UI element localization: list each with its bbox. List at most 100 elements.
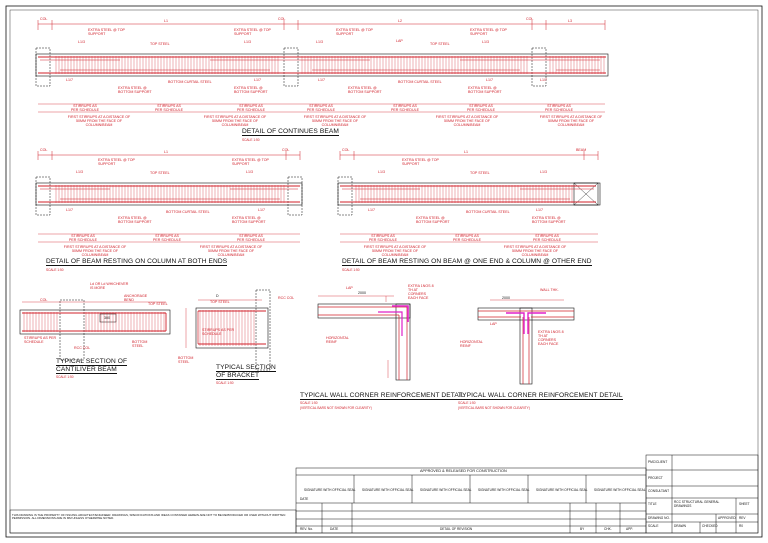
cant-anchorage: ANCHORAGE BEND [124, 294, 148, 302]
cb-top-steel-1: TOP STEEL [150, 42, 170, 46]
sheet-border [5, 5, 763, 538]
both-ends-title: DETAIL OF BEAM RESTING ON COLUMN AT BOTH… [46, 258, 228, 266]
oe-l7-2: L1/7 [536, 208, 543, 212]
both-ends-scale: SCALE 1:50 [46, 268, 64, 272]
cb-l3-2: L1/3 [244, 40, 251, 44]
cantilever-section [19, 299, 171, 361]
oe-stirrups-2: STIRRUPS AS PER SCHEDULE [453, 234, 481, 242]
cb-extra-top-2: EXTRA STEEL @ TOP SUPPORT [234, 28, 271, 36]
beam-one-end-stirrups [355, 185, 573, 203]
title-block-frame [9, 454, 759, 534]
be-col-1: COL [40, 148, 48, 152]
cb-bottom-curtail: BOTTOM CURTAIL STEEL [168, 80, 212, 84]
cb-lap: LAP [396, 39, 403, 43]
cb-l7-1: L1/7 [66, 78, 73, 82]
wall-corner-1-note: (VERTICAL BARS NOT SHOWN FOR CLEARITY) [300, 406, 372, 410]
cb-col-3: COL [526, 17, 534, 21]
sig-cell-4: SIGNATURE WITH OFFICIAL SEAL [478, 488, 530, 492]
sheet-label: SHEET [739, 502, 750, 506]
cant-ld: Ld OR Ld WHICHEVER IS MORE [90, 282, 129, 290]
one-end-title: DETAIL OF BEAM RESTING ON BEAM @ ONE END… [342, 258, 592, 266]
be-stirrups-3: STIRRUPS AS PER SCHEDULE [237, 234, 265, 242]
brk-top-steel: TOP STEEL [210, 300, 230, 304]
oe-span: L1 [464, 150, 468, 154]
cb-first-stirrup-1: FIRST STIRRUPS AT A DISTANCE OF 50MM FRO… [67, 115, 131, 127]
cb-extra-bottom-1: EXTRA STEEL @ BOTTOM SUPPORT [118, 86, 152, 94]
scale-label: SCALE [648, 524, 659, 528]
cant-dim: 300 [104, 316, 110, 320]
rev-value: R0 [739, 524, 744, 528]
be-first-stirrup-1: FIRST STIRRUPS AT A DISTANCE OF 50MM FRO… [63, 245, 127, 257]
approved-label: APPROVED [718, 516, 736, 520]
cb-first-stirrup-5: FIRST STIRRUPS AT A DISTANCE OF 50MM FRO… [539, 115, 603, 127]
brk-rcc-col: RCC COL [278, 296, 295, 300]
cantilever-title-2: CANTILIVER BEAM [56, 366, 117, 374]
cant-rcc-col: RCC COL [74, 346, 91, 350]
be-l7-1: L1/7 [66, 208, 73, 212]
title-value: RCC STRUCTURAL GENERAL DRAWINGS [674, 500, 720, 508]
cb-stirrups-7: STIRRUPS AS PER SCHEDULE [545, 104, 573, 112]
cb-first-stirrup-3: FIRST STIRRUPS AT A DISTANCE OF 50MM FRO… [303, 115, 367, 127]
wall-corner-2-title: TYPICAL WALL CORNER REINFORCEMENT DETAIL [458, 392, 623, 400]
wc2-horizontal: HORIZONTAL REINF [460, 340, 483, 348]
oe-stirrups-3: STIRRUPS AS PER SCHEDULE [533, 234, 561, 242]
column-both-ends-elevation [35, 151, 303, 243]
oe-stirrups-1: STIRRUPS AS PER SCHEDULE [369, 234, 397, 242]
client-label: PMC/CLIENT [648, 460, 668, 464]
cb-stirrups-1: STIRRUPS AS PER SCHEDULE [71, 104, 99, 112]
sig-cell-5: SIGNATURE WITH OFFICIAL SEAL [536, 488, 588, 492]
continuous-beam-title: DETAIL OF CONTINUES BEAM [242, 128, 339, 136]
oe-col: COL [342, 148, 350, 152]
cb-stirrups-2: STIRRUPS AS PER SCHEDULE [155, 104, 183, 112]
sig-cell-1: SIGNATURE WITH OFFICIAL SEAL [304, 488, 356, 492]
cb-col-1: COL [40, 17, 48, 21]
cb-extra-bottom-3: EXTRA STEEL @ BOTTOM SUPPORT [348, 86, 382, 94]
cb-extra-bottom-4: EXTRA STEEL @ BOTTOM SUPPORT [468, 86, 502, 94]
be-extra-bottom-2: EXTRA STEEL @ BOTTOM SUPPORT [232, 216, 266, 224]
drawn-label: DRAWN [674, 524, 686, 528]
cantilever-stirrups [23, 312, 165, 332]
brk-d: D [216, 294, 219, 298]
sig-cell-3: SIGNATURE WITH OFFICIAL SEAL [420, 488, 472, 492]
bracket-section [185, 289, 271, 371]
wc2-wall: WALL THK. [540, 288, 559, 292]
cb-l7-5: L1/7 [540, 78, 547, 82]
be-l7-2: L1/7 [258, 208, 265, 212]
title-label: TITLE [648, 502, 657, 506]
col-date: DATE [330, 527, 339, 531]
cantilever-title-1: TYPICAL SECTION OF [56, 358, 128, 366]
cb-stirrups-4: STIRRUPS AS PER SCHEDULE [307, 104, 335, 112]
be-bottom-curtail: BOTTOM CURTAIL STEEL [166, 210, 210, 214]
wc1-horizontal: HORIZONTAL REINF [326, 336, 349, 344]
wc2-lap: LAP [490, 322, 497, 326]
brk-stirrups: STIRRUPS AS PER SCHEDULE [202, 328, 235, 336]
be-extra-top-1: EXTRA STEEL @ TOP SUPPORT [98, 158, 135, 166]
continuous-beam-scale: SCALE 1:50 [242, 138, 260, 142]
be-span: L1 [164, 150, 168, 154]
cb-extra-bottom-2: EXTRA STEEL @ BOTTOM SUPPORT [234, 86, 268, 94]
cb-stirrups-5: STIRRUPS AS PER SCHEDULE [391, 104, 419, 112]
be-top-steel: TOP STEEL [150, 171, 170, 175]
cb-bottom-curtail-2: BOTTOM CURTAIL STEEL [398, 80, 442, 84]
wall-corner-1-title: TYPICAL WALL CORNER REINFORCEMENT DETAIL [300, 392, 465, 400]
one-end-scale: SCALE 1:50 [342, 268, 360, 272]
cb-col-2: COL [278, 17, 286, 21]
continuous-beam-elevation [35, 20, 609, 113]
col-detail: DETAIL OF REVISION [440, 527, 473, 531]
cant-bottom-steel: BOTTOM STEEL [132, 340, 148, 348]
oe-first-stirrup-2: FIRST STIRRUPS AT A DISTANCE OF 50MM FRO… [503, 245, 567, 257]
cant-top-steel: TOP STEEL [148, 302, 168, 306]
column-both-ends-stirrups [55, 185, 285, 203]
cb-extra-top-1: EXTRA STEEL @ TOP SUPPORT [88, 28, 125, 36]
cb-first-stirrup-2: FIRST STIRRUPS AT A DISTANCE OF 50MM FRO… [203, 115, 267, 127]
wc1-extra: EXTRA 1NOS 8 TH AT CORNERS EACH FACE [408, 284, 434, 300]
oe-bottom-curtail: BOTTOM CURTAIL STEEL [466, 210, 510, 214]
be-extra-bottom-1: EXTRA STEEL @ BOTTOM SUPPORT [118, 216, 152, 224]
cantilever-scale: SCALE 1:50 [56, 375, 74, 379]
bracket-title-2: OF BRACKET [216, 372, 260, 380]
cb-l7-3: L1/7 [318, 78, 325, 82]
wall-corner-2-scale: SCALE 1:50 [458, 401, 476, 405]
cb-l3-3: L1/3 [316, 40, 323, 44]
col-rev: REV. No. [300, 527, 313, 531]
